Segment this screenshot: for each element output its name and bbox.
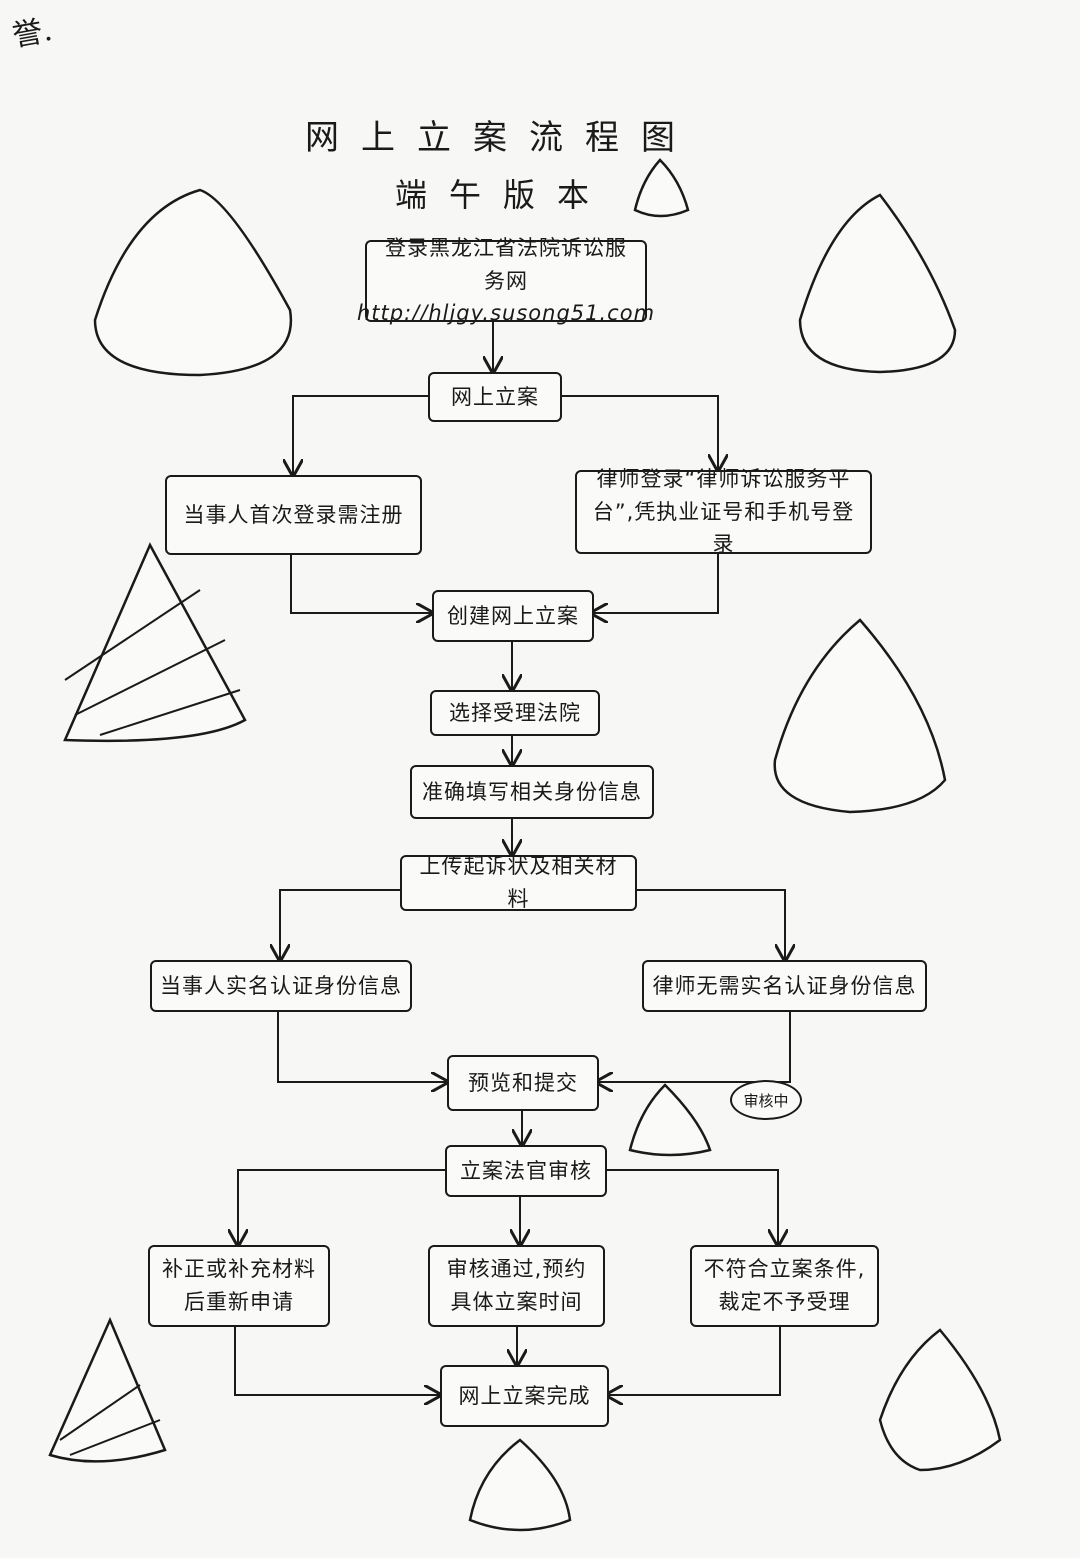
step-rejected: 不符合立案条件,裁定不予受理: [690, 1245, 879, 1327]
step-lawyer-no-verify: 律师无需实名认证身份信息: [642, 960, 927, 1012]
step-supplement: 补正或补充材料后重新申请: [148, 1245, 330, 1327]
step-online-filing: 网上立案: [428, 372, 562, 422]
arrow: [293, 395, 428, 475]
arrow: [560, 395, 718, 470]
arrow: [592, 553, 719, 613]
arrow: [635, 889, 785, 960]
step-complete: 网上立案完成: [440, 1365, 609, 1427]
page-title: 网上立案流程图: [305, 118, 697, 158]
step-lawyer-login: 律师登录“律师诉讼服务平台”,凭执业证号和手机号登录: [575, 467, 872, 556]
arrow: [280, 889, 400, 960]
arrow: [238, 1169, 445, 1245]
step-approved: 审核通过,预约具体立案时间: [428, 1245, 605, 1327]
arrow: [290, 553, 432, 613]
step-select-court: 选择受理法院: [430, 690, 600, 736]
zongzi-mascot-icon: [628, 1083, 712, 1157]
arrow: [277, 1010, 447, 1082]
step-preview-submit: 预览和提交: [447, 1055, 599, 1111]
zongzi-mascot-icon: [798, 193, 957, 374]
arrow: [607, 1325, 781, 1395]
step-party-verify: 当事人实名认证身份信息: [150, 960, 412, 1012]
step-fill-identity: 准确填写相关身份信息: [410, 765, 654, 819]
login-url: http://hljgy.susong51.com: [356, 301, 656, 326]
step-party-register: 当事人首次登录需注册: [165, 475, 422, 555]
arrow: [597, 1010, 791, 1082]
zongzi-mascot-icon: [878, 1328, 1002, 1472]
zongzi-mascot-icon: [93, 188, 293, 377]
step-login: 登录黑龙江省法院诉讼服务网 http://hljgy.susong51.com: [357, 236, 654, 325]
step-create-case: 创建网上立案: [432, 590, 594, 642]
zongzi-mascot-icon: [63, 542, 247, 743]
zongzi-mascot-icon: [633, 158, 690, 218]
step-upload: 上传起诉状及相关材料: [400, 854, 637, 911]
reviewing-bubble: 审核中: [730, 1080, 802, 1120]
page-subtitle: 端午版本: [395, 176, 612, 214]
step-login-label: 登录黑龙江省法院诉讼服务网: [385, 236, 627, 293]
zongzi-mascot-icon: [773, 618, 947, 814]
arrow: [234, 1325, 440, 1395]
arrow: [605, 1169, 778, 1245]
zongzi-mascot-icon: [468, 1438, 572, 1532]
step-judge-review: 立案法官审核: [445, 1145, 607, 1197]
